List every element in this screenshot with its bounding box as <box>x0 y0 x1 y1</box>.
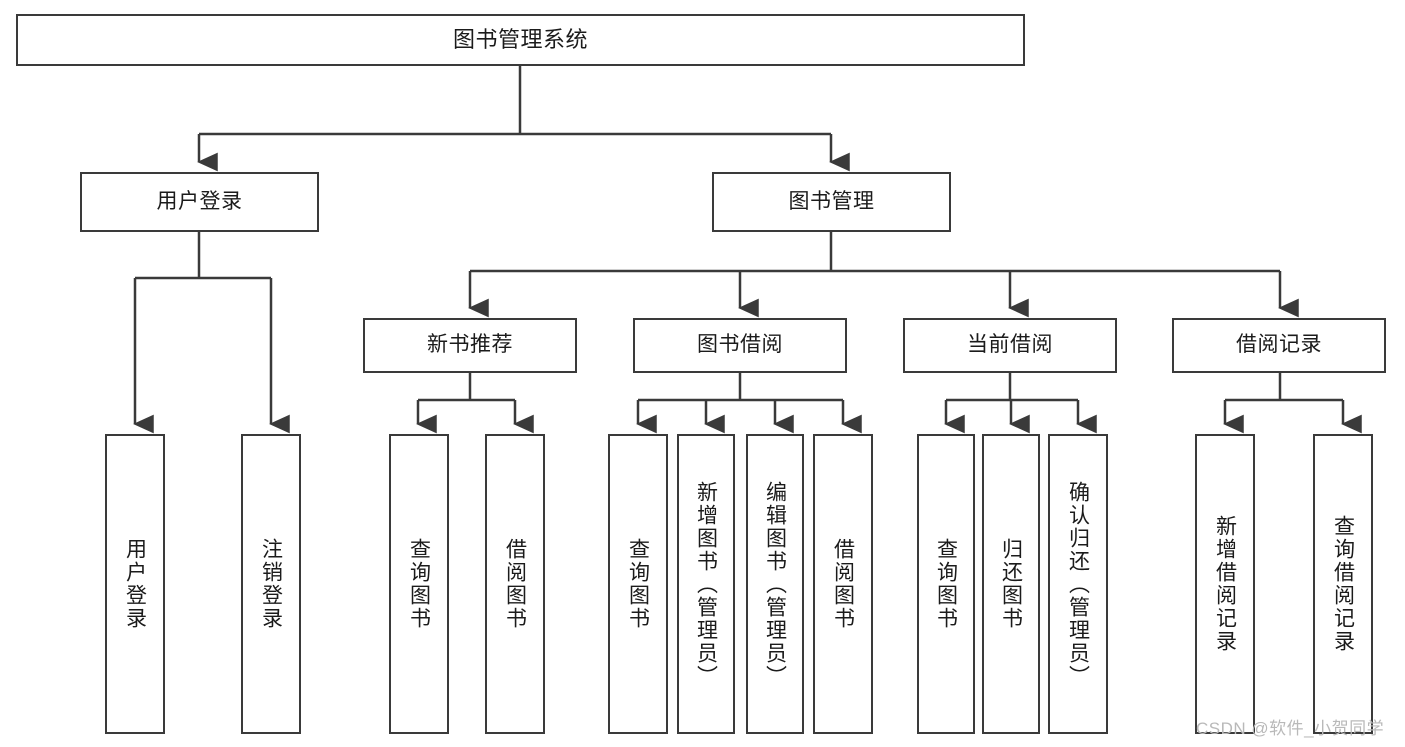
node-leaf-return-books[interactable]: 归还图书 <box>982 434 1040 734</box>
node-leaf-edit-book-admin[interactable]: 编辑图书（管理员） <box>746 434 804 734</box>
node-label: 新书推荐 <box>427 333 513 357</box>
node-book-management[interactable]: 图书管理 <box>712 172 951 232</box>
node-borrowing-records[interactable]: 借阅记录 <box>1172 318 1386 373</box>
node-label: 查询借阅记录 <box>1331 515 1355 653</box>
node-label: 注销登录 <box>259 538 283 630</box>
node-label: 借阅记录 <box>1236 333 1322 357</box>
node-label: 新增借阅记录 <box>1213 515 1237 653</box>
node-leaf-query-books[interactable]: 查询图书 <box>608 434 668 734</box>
node-leaf-logout[interactable]: 注销登录 <box>241 434 301 734</box>
node-user-login[interactable]: 用户登录 <box>80 172 319 232</box>
node-label: 借阅图书 <box>831 538 855 630</box>
node-label: 归还图书 <box>999 538 1023 630</box>
node-leaf-query-books-current[interactable]: 查询图书 <box>917 434 975 734</box>
node-label: 用户登录 <box>156 189 243 213</box>
node-label: 图书管理 <box>788 189 875 213</box>
node-label: 编辑图书（管理员） <box>763 480 787 688</box>
node-leaf-query-books-recommend[interactable]: 查询图书 <box>389 434 449 734</box>
node-label: 用户登录 <box>123 538 147 630</box>
node-label: 新增图书（管理员） <box>694 480 718 688</box>
node-label: 借阅图书 <box>503 538 527 630</box>
csdn-watermark: CSDN @软件_小贺同学 <box>1196 719 1385 738</box>
node-leaf-borrow-books-recommend[interactable]: 借阅图书 <box>485 434 545 734</box>
node-label: 当前借阅 <box>967 333 1053 357</box>
node-leaf-query-borrow-record[interactable]: 查询借阅记录 <box>1313 434 1373 734</box>
node-label: 确认归还（管理员） <box>1066 480 1090 688</box>
node-leaf-add-book-admin[interactable]: 新增图书（管理员） <box>677 434 735 734</box>
node-leaf-user-login[interactable]: 用户登录 <box>105 434 165 734</box>
node-label: 查询图书 <box>626 538 650 630</box>
node-new-book-recommendation[interactable]: 新书推荐 <box>363 318 577 373</box>
node-book-borrowing[interactable]: 图书借阅 <box>633 318 847 373</box>
node-leaf-borrow-books[interactable]: 借阅图书 <box>813 434 873 734</box>
node-label: 图书借阅 <box>697 333 783 357</box>
node-leaf-add-borrow-record[interactable]: 新增借阅记录 <box>1195 434 1255 734</box>
node-leaf-confirm-return-admin[interactable]: 确认归还（管理员） <box>1048 434 1108 734</box>
node-label: 图书管理系统 <box>452 27 588 53</box>
node-root-library-system[interactable]: 图书管理系统 <box>16 14 1025 66</box>
node-label: 查询图书 <box>407 538 431 630</box>
node-current-borrowing[interactable]: 当前借阅 <box>903 318 1117 373</box>
node-label: 查询图书 <box>934 538 958 630</box>
